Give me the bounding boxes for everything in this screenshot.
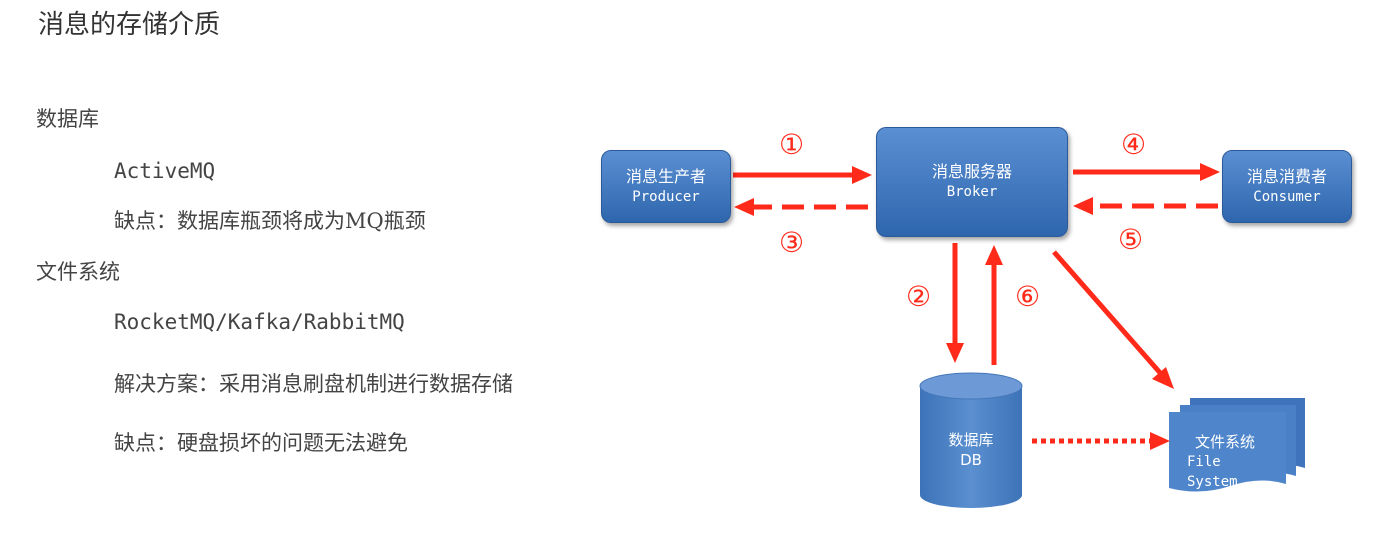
filesystem-label-cn: 文件系统 bbox=[1195, 433, 1256, 451]
filesystem-document-stack bbox=[1169, 398, 1305, 492]
filesystem-label-en-1: File bbox=[1187, 454, 1221, 470]
filesystem-examples: RocketMQ/Kafka/RabbitMQ bbox=[114, 310, 405, 334]
step-6-label: ⑥ bbox=[1015, 280, 1041, 313]
arrow-load bbox=[985, 245, 1003, 365]
filesystem-heading: 文件系统 bbox=[36, 260, 120, 284]
broker-label-cn: 消息服务器 bbox=[931, 162, 1012, 181]
producer-label-en: Producer bbox=[632, 188, 700, 205]
database-heading: 数据库 bbox=[36, 107, 99, 131]
database-label-en: DB bbox=[960, 451, 982, 469]
database-label-cn: 数据库 bbox=[948, 431, 994, 449]
broker-label-en: Broker bbox=[946, 184, 998, 200]
page-title: 消息的存储介质 bbox=[38, 10, 221, 40]
database-example: ActiveMQ bbox=[114, 159, 216, 183]
broker-node: 消息服务器 Broker bbox=[876, 127, 1068, 237]
arrow-ack-consumer bbox=[1073, 197, 1218, 215]
database-cylinder bbox=[919, 372, 1023, 508]
consumer-label-en: Consumer bbox=[1253, 188, 1321, 205]
producer-label-cn: 消息生产者 bbox=[625, 166, 706, 186]
filesystem-label-en-2: System bbox=[1187, 474, 1238, 490]
producer-node: 消息生产者 Producer bbox=[601, 150, 731, 223]
arrow-ack-producer bbox=[734, 198, 868, 216]
arrow-persist bbox=[946, 243, 964, 363]
step-4-label: ④ bbox=[1121, 128, 1147, 161]
consumer-node: 消息消费者 Consumer bbox=[1222, 150, 1352, 223]
arrow-deliver bbox=[1073, 163, 1220, 181]
step-1-label: ① bbox=[779, 128, 805, 161]
consumer-label-cn: 消息消费者 bbox=[1246, 166, 1327, 186]
step-5-label: ⑤ bbox=[1118, 223, 1144, 256]
filesystem-label: 文件系统 File System bbox=[1187, 432, 1287, 490]
arrow-to-filesystem bbox=[1052, 250, 1174, 389]
filesystem-solution: 解决方案：采用消息刷盘机制进行数据存储 bbox=[114, 372, 513, 396]
step-2-label: ② bbox=[906, 280, 932, 313]
arrow-db-to-filesystem bbox=[1032, 432, 1170, 450]
arrow-produce bbox=[733, 166, 872, 184]
filesystem-drawback: 缺点：硬盘损坏的问题无法避免 bbox=[114, 431, 408, 455]
step-3-label: ③ bbox=[779, 226, 805, 259]
database-drawback: 缺点：数据库瓶颈将成为MQ瓶颈 bbox=[114, 209, 426, 233]
database-label: 数据库 DB bbox=[920, 430, 1022, 470]
